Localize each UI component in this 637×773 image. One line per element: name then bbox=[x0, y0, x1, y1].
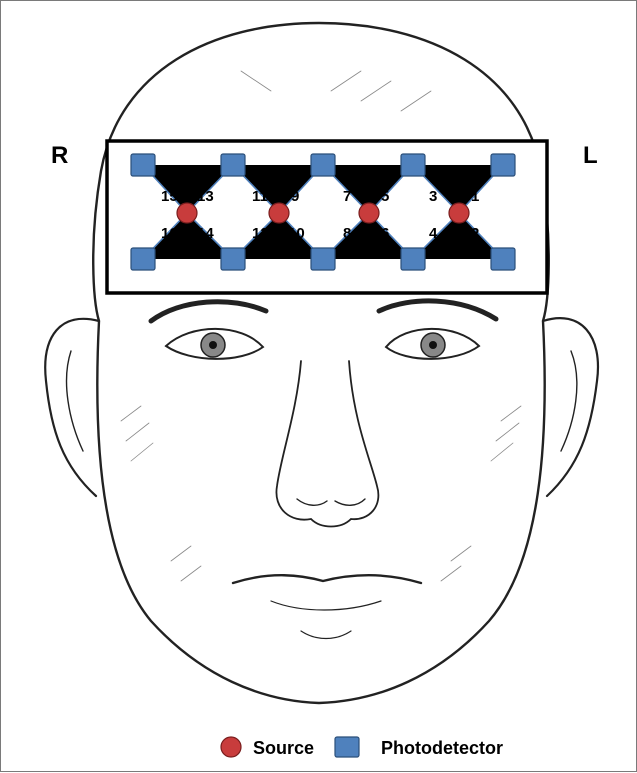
left-eyebrow bbox=[376, 298, 499, 322]
photodetector bbox=[490, 247, 516, 271]
nose bbox=[275, 360, 380, 528]
legend-source-label: Source bbox=[253, 738, 314, 758]
photodetectors bbox=[130, 153, 516, 271]
channel-label: 6 bbox=[381, 225, 389, 242]
channel-label: 1 bbox=[471, 188, 479, 205]
left-side-label: L bbox=[583, 142, 598, 169]
channel-numbers: 1 2 3 4 5 6 7 8 9 10 11 12 13 14 15 16 bbox=[161, 188, 479, 242]
right-ear bbox=[44, 317, 101, 498]
source bbox=[448, 202, 470, 224]
channel-label: 11 bbox=[252, 188, 268, 205]
photodetector bbox=[130, 153, 156, 177]
right-eyebrow bbox=[148, 299, 269, 324]
photodetector bbox=[220, 153, 246, 177]
photodetector bbox=[130, 247, 156, 271]
channel-label: 7 bbox=[343, 188, 351, 205]
photodetector bbox=[220, 247, 246, 271]
legend: Source Photodetector bbox=[220, 736, 503, 758]
channel-label: 10 bbox=[288, 225, 305, 242]
photodetector bbox=[310, 247, 336, 271]
channel-label: 8 bbox=[343, 225, 351, 242]
channel-label: 16 bbox=[161, 225, 178, 242]
legend-photodetector-label: Photodetector bbox=[381, 738, 503, 758]
channel-label: 9 bbox=[291, 188, 299, 205]
photodetector bbox=[490, 153, 516, 177]
channel-label: 4 bbox=[429, 225, 438, 242]
head-outline bbox=[92, 21, 550, 705]
left-ear bbox=[541, 317, 600, 498]
source bbox=[268, 202, 290, 224]
channel-label: 12 bbox=[252, 225, 269, 242]
legend-photodetector-marker bbox=[334, 736, 360, 758]
probe-array: 1 2 3 4 5 6 7 8 9 10 11 12 13 14 15 16 bbox=[105, 139, 549, 295]
photodetector bbox=[400, 153, 426, 177]
channel-label: 2 bbox=[471, 225, 479, 242]
right-side-label: R bbox=[51, 142, 68, 169]
legend-source-marker bbox=[220, 736, 242, 758]
photodetector bbox=[400, 247, 426, 271]
left-eye bbox=[384, 327, 481, 360]
channel-label: 5 bbox=[381, 188, 389, 205]
channel-label: 13 bbox=[197, 188, 214, 205]
source bbox=[176, 202, 198, 224]
channel-label: 3 bbox=[429, 188, 437, 205]
right-eye bbox=[164, 327, 265, 360]
channel-label: 14 bbox=[197, 225, 214, 242]
mouth bbox=[231, 574, 423, 585]
sources bbox=[176, 202, 470, 224]
channel-label: 15 bbox=[161, 188, 178, 205]
photodetector bbox=[310, 153, 336, 177]
face-illustration bbox=[44, 21, 600, 705]
source bbox=[358, 202, 380, 224]
